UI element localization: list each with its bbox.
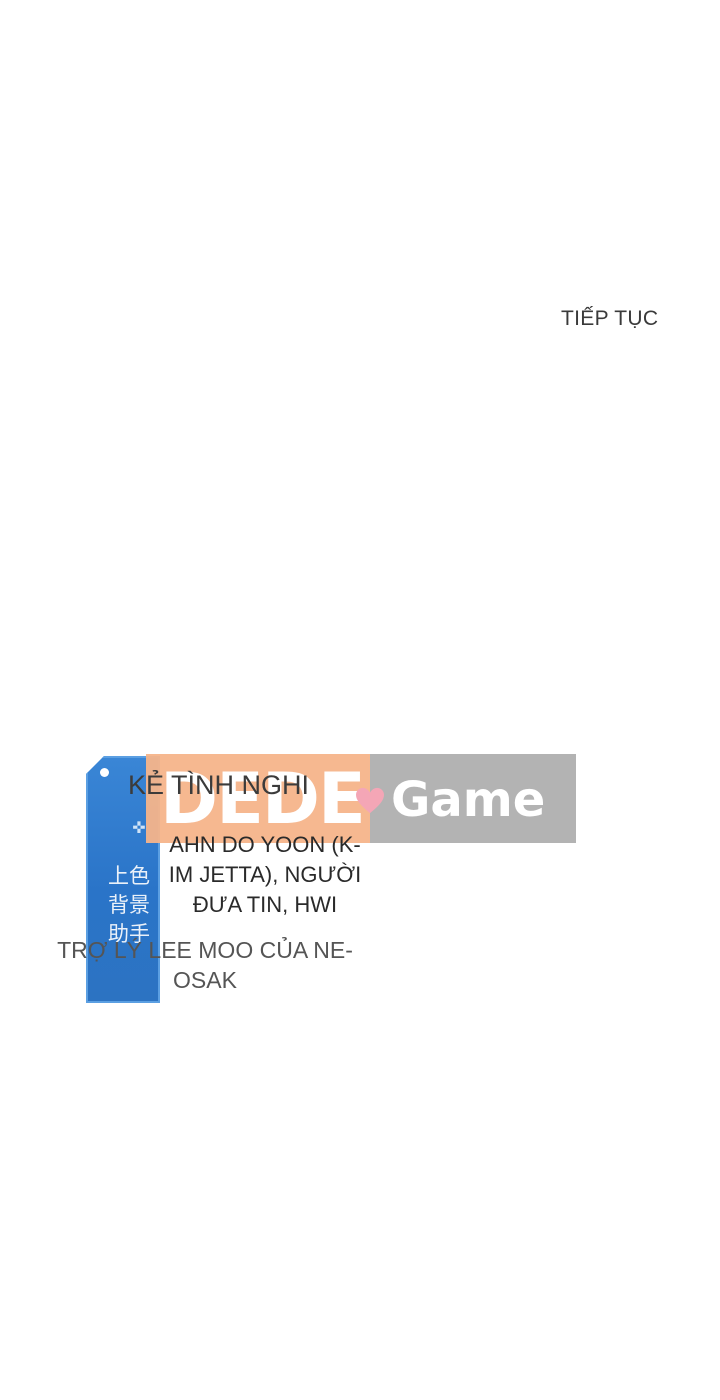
shuriken-icon: ✜ <box>132 820 146 837</box>
watermark-brand-right: Game <box>391 772 546 828</box>
person-name: AHN DO YOON (K-IM JETTA), NGƯỜI ĐƯA TIN,… <box>168 832 362 917</box>
continue-text: TIẾP TỤC <box>561 307 659 330</box>
watermark-logo-left <box>146 754 370 843</box>
tag-hole <box>100 768 109 777</box>
role-title: KẺ TÌNH NGHI <box>128 770 310 800</box>
assistant-label: TRỢ LÝ LEE MOO CỦA NE-OSAK <box>57 937 353 993</box>
heart-icon <box>356 787 384 814</box>
watermark-logo-right <box>370 754 576 843</box>
tag-glyphs: 上色背景助手 <box>108 864 150 946</box>
watermark-brand-left: DEDE <box>160 758 366 840</box>
